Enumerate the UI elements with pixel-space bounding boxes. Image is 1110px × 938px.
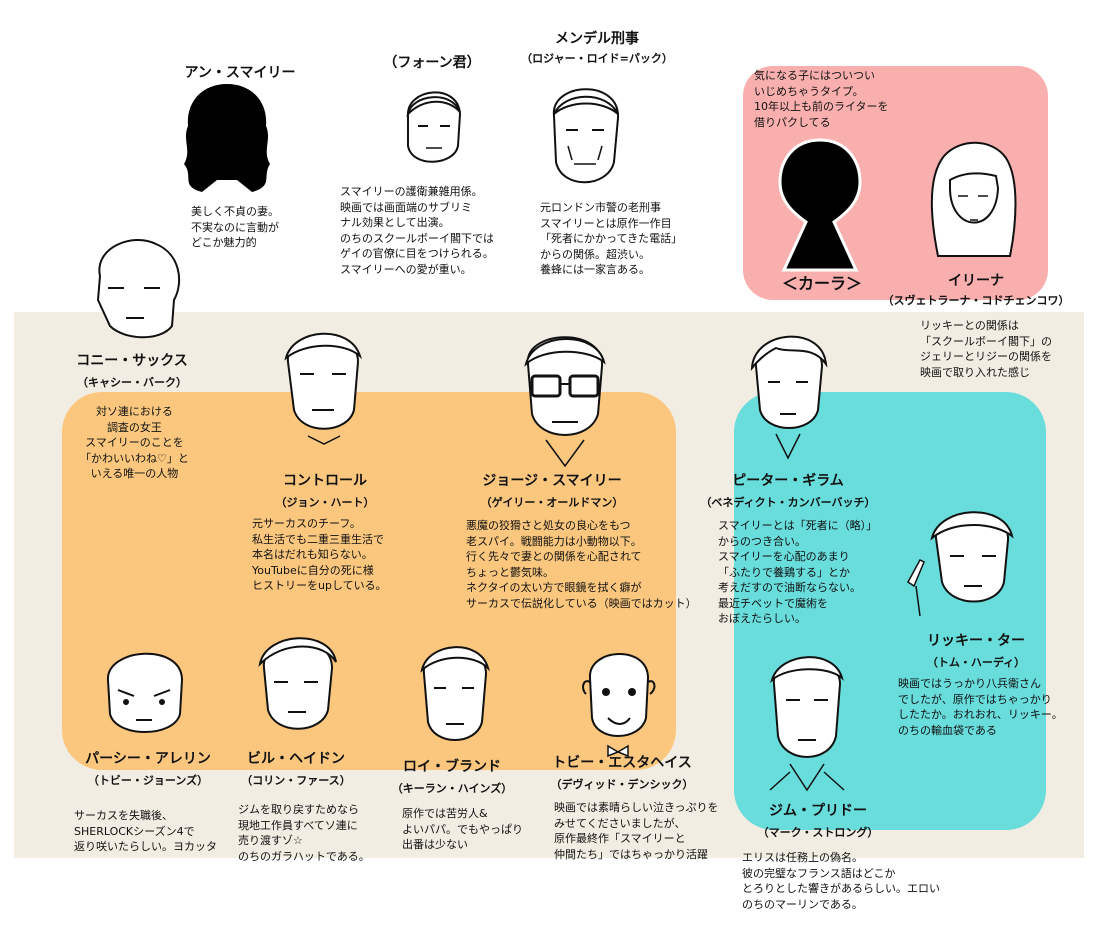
percy-desc: サーカスを失職後、 SHERLOCKシーズン4で 返り咲いたらしい。ヨカッタ [74,808,217,855]
bill-desc: ジムを取り戻すためなら 現地工作員すべてソ連に 売り渡すゾ☆ のちのガラハットで… [238,802,370,864]
toby-name: トビー・エスタヘイス [552,752,692,772]
toby-desc: 映画では素晴らしい泣きっぷりを みせてくださいましたが、 原作最終作「スマイリー… [554,800,719,862]
irina-actor: （スヴェトラーナ・コドチェンコワ） [883,292,1070,308]
jim-name: ジム・プリドー [769,800,867,820]
mendel-actor: （ロジャー・ロイド=パック） [521,50,673,66]
ann-silhouette-portrait [172,80,282,198]
bill-name: ビル・ヘイドン [247,748,345,768]
peter-portrait [742,322,832,462]
jim-desc: エリスは任務上の偽名。 彼の完璧なフランス語はどこか とろりとした響きがあるらし… [742,850,940,912]
fawn-portrait [398,76,468,176]
percy-portrait [96,634,192,744]
connie-portrait [84,230,194,342]
karla-desc: 気になる子にはついつい いじめちゃうタイプ。 10年以上も前のライターを 借りパ… [754,68,889,130]
control-name: コントロール [283,470,367,490]
george-actor: （ゲイリー・オールドマン） [481,494,624,510]
karla-name: ＜カーラ＞ [782,270,862,294]
toby-actor: （デヴィッド・デンシック） [551,776,694,792]
connie-desc: 対ソ連における 調査の女王 スマイリーのことを 「かわいいわね♡」と いえる唯一… [80,404,189,482]
ricki-portrait [906,498,1026,624]
ricki-name: リッキー・ター [927,630,1025,650]
ricki-desc: 映画ではうっかり八兵衛さん でしたが、原作ではちゃっかり したたか。おれおれ、リ… [898,676,1063,738]
roy-desc: 原作では苦労人& よいパパ。でもやっぱり 出番は少ない [402,806,523,853]
irina-portrait [920,136,1026,266]
fawn-desc: スマイリーの護衛兼雑用係。 映画では画面端のサブリミ ナル効果として出演。 のち… [340,184,494,277]
toby-portrait [578,638,658,756]
peter-actor: （ベネディクト・カンバーバッチ） [700,494,875,510]
connie-actor: （キャシー・バーク） [77,374,187,390]
irina-name: イリーナ [948,270,1004,290]
jim-portrait [760,644,856,794]
mendel-portrait [540,72,630,194]
peter-desc: スマイリーとは「死者に（略）」 からのつき合い。 スマイリーを心配のあまり 「ふ… [718,518,877,627]
george-name: ジョージ・スマイリー [482,470,621,490]
connie-name: コニー・サックス [76,350,188,370]
control-actor: （ジョン・ハート） [276,494,375,510]
percy-actor: （トビー・ジョーンズ） [88,772,208,788]
control-desc: 元サーカスのチーフ。 私生活でも二重三重生活で 本名はだれも知らない。 YouT… [252,516,387,594]
bill-actor: （コリン・ファース） [241,772,350,788]
irina-desc: リッキーとの関係は 「スクールボーイ閣下」の ジェリーとリジーの関係を 映画で取… [920,318,1052,380]
roy-portrait [414,630,494,752]
mendel-desc: 元ロンドン市警の老刑事 スマイリーとは原作一作目 「死者にかかってきた電話」 か… [540,200,682,278]
bill-portrait [254,624,340,742]
george-desc: 悪魔の狡猾さと処女の良心をもつ 老スパイ。戦闘能力は小動物以下。 行く先々で妻と… [466,518,697,611]
control-portrait [278,318,368,448]
ricki-actor: （トム・ハーディ） [927,654,1025,670]
fawn-name: （フォーン君） [383,52,480,72]
ann-name: アン・スマイリー [184,62,295,82]
mendel-name: メンデル刑事 [555,28,639,48]
roy-actor: （キーラン・ハインズ） [392,780,513,796]
karla-keyhole-portrait [770,136,870,276]
george-portrait [510,318,620,468]
percy-name: パーシー・アレリン [85,748,211,768]
roy-name: ロイ・ブランド [403,756,501,776]
peter-name: ピーター・ギラム [732,470,844,490]
ann-desc: 美しく不貞の妻。 不実なのに言動が どこか魅力的 [191,204,279,251]
jim-actor: （マーク・ストロング） [758,824,879,840]
